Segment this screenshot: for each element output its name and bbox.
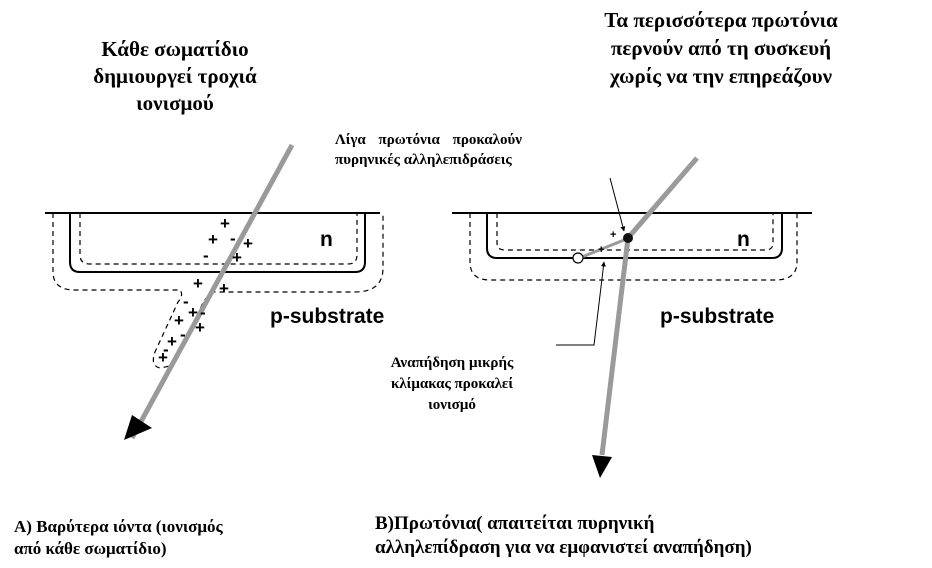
left-caption: A) Βαρύτερα ιόντα (ιονισμός από κάθε σωμ… xyxy=(14,516,223,560)
right-title-line: περνούν από τη συσκευή xyxy=(610,36,832,60)
charge-minus: - xyxy=(183,292,189,311)
right-recoil-note-line: ιονισμό xyxy=(428,397,476,413)
charge-plus: + xyxy=(174,311,184,330)
left-title-line: Κάθε σωματίδιο xyxy=(101,37,249,61)
right-depletion-inner xyxy=(496,213,774,251)
right-nuclear-note-line: Λίγα πρωτόνια προκαλούν xyxy=(335,132,523,148)
charge-plus: + xyxy=(610,229,617,241)
charge-plus: + xyxy=(219,279,229,298)
right-outgoing-proton xyxy=(599,237,631,456)
left-title-line: δημιουργεί τροχιά xyxy=(93,64,257,88)
charge-plus: + xyxy=(188,303,198,322)
charge-plus: + xyxy=(167,332,177,351)
left-n-region-label: n xyxy=(320,228,333,251)
right-recoil-pointer xyxy=(556,261,606,346)
charge-plus: + xyxy=(208,230,218,249)
right-recoil-note-line: Αναπήδηση μικρής xyxy=(390,355,514,371)
right-recoil-note-line: κλίμακας προκαλεί xyxy=(390,376,513,392)
right-nuclear-note-line: πυρηνικές αλληλεπιδράσεις xyxy=(335,152,512,168)
left-title: Κάθε σωματίδιο δημιουργεί τροχιά ιονισμο… xyxy=(55,36,295,117)
left-title-line: ιονισμού xyxy=(136,91,214,115)
right-n-well-boundary xyxy=(486,213,783,259)
left-ion-arrowhead xyxy=(124,415,152,440)
left-depletion-inner xyxy=(79,213,358,265)
charge-plus: + xyxy=(598,244,605,256)
charge-minus: - xyxy=(203,246,209,265)
charge-plus: + xyxy=(243,234,253,253)
right-title: Τα περισσότερα πρωτόνια περνούν από τη σ… xyxy=(535,6,907,90)
right-nuclear-note: Λίγα πρωτόνια προκαλούν πυρηνικές αλληλε… xyxy=(335,130,522,170)
right-interaction-nucleus xyxy=(623,233,633,243)
charge-plus: + xyxy=(193,274,203,293)
left-ion-track xyxy=(129,143,295,440)
right-caption-line: B)Πρωτόνια( απαιτείται πυρηνική xyxy=(375,513,655,534)
right-recoil-track xyxy=(581,238,625,259)
right-nuclear-pointer xyxy=(609,177,626,232)
left-n-well-boundary xyxy=(69,213,366,273)
charge-minus: - xyxy=(200,303,206,322)
right-proton-arrowhead xyxy=(592,455,612,478)
left-substrate-label: p-substrate xyxy=(270,305,385,328)
right-caption: B)Πρωτόνια( απαιτείται πυρηνική αλληλεπί… xyxy=(375,512,752,560)
left-caption-line: από κάθε σωματίδιο) xyxy=(14,539,167,558)
charge-minus: - xyxy=(180,325,186,344)
left-depletion-funnel xyxy=(52,213,384,369)
charge-plus: + xyxy=(158,348,168,367)
left-caption-line: A) Βαρύτερα ιόντα (ιονισμός xyxy=(14,517,223,536)
charge-minus: - xyxy=(163,340,169,359)
right-substrate-label: p-substrate xyxy=(660,305,775,328)
right-recoil-note: Αναπήδηση μικρής κλίμακας προκαλεί ιονισ… xyxy=(352,353,552,416)
right-caption-line: αλληλεπίδραση για να εμφανιστεί αναπήδησ… xyxy=(375,537,752,558)
charge-minus: - xyxy=(230,229,236,248)
charge-plus: + xyxy=(195,318,205,337)
right-title-line: χωρίς να την επηρεάζουν xyxy=(610,64,832,88)
left-device xyxy=(45,212,384,369)
right-recoil-ion xyxy=(572,252,584,264)
charge-plus: + xyxy=(232,248,242,267)
right-depletion-outer xyxy=(469,213,798,281)
right-device xyxy=(452,212,812,281)
right-title-line: Τα περισσότερα πρωτόνια xyxy=(604,8,838,32)
charge-plus: + xyxy=(220,214,230,233)
right-n-region-label: n xyxy=(737,228,750,251)
right-incoming-proton xyxy=(626,156,699,240)
